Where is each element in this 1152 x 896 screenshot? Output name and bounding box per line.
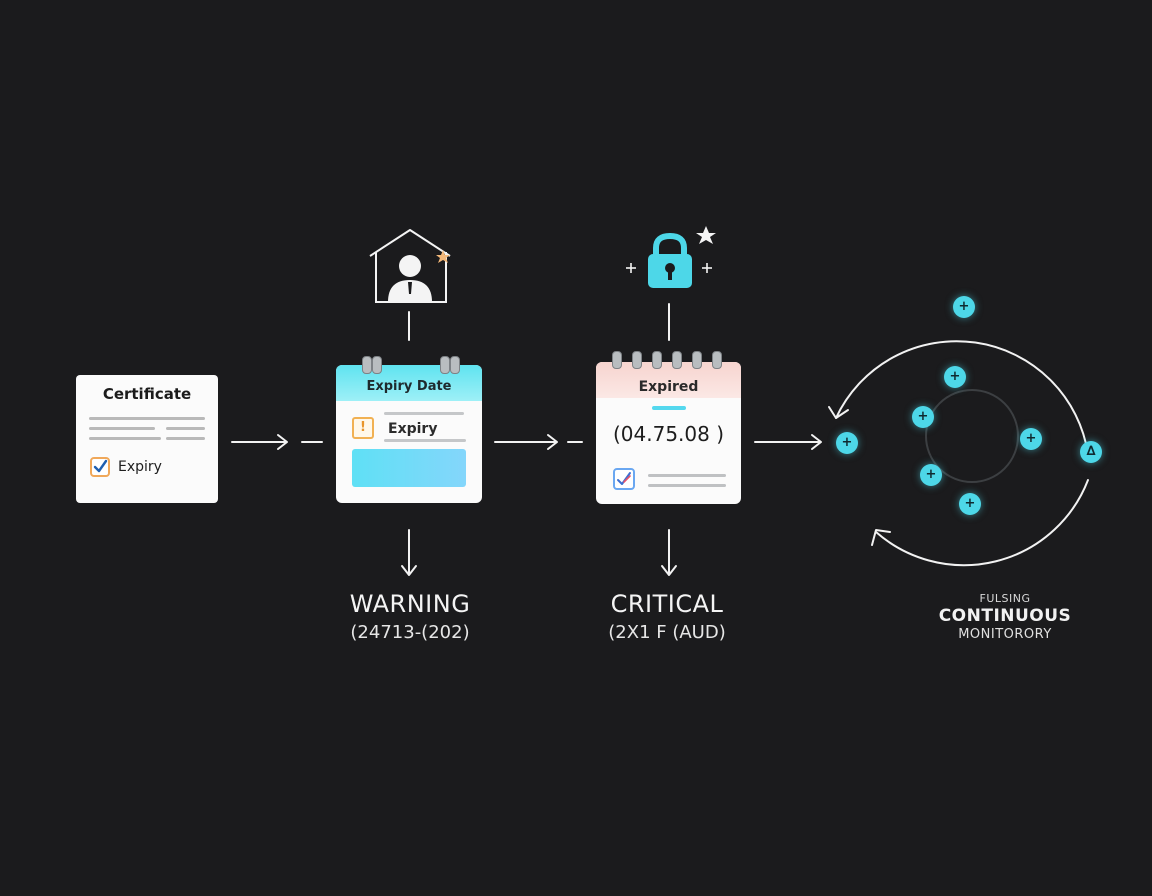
calendar-ring — [440, 356, 450, 374]
calendar-ring — [632, 351, 642, 369]
warning-detail: (24713-(202) — [350, 622, 470, 643]
monitor-node-icon: + — [944, 366, 966, 388]
monitoring-cycle — [828, 340, 1089, 567]
monitoring-subtitle: MONITORORY — [958, 627, 1052, 642]
expiry-date-calendar: Expiry Date ! Expiry — [336, 365, 482, 503]
checkbox-checked-icon — [613, 468, 635, 490]
text-line — [89, 427, 155, 430]
warning-title: WARNING — [349, 590, 471, 618]
padlock-icon — [626, 226, 716, 288]
certificate-title: Certificate — [102, 385, 192, 403]
monitor-node-icon: + — [920, 464, 942, 486]
accent-line — [652, 406, 686, 410]
house-user-icon — [369, 229, 451, 303]
text-line — [89, 417, 205, 420]
checkbox-checked-icon — [90, 457, 110, 477]
monitor-node-icon: + — [1020, 428, 1042, 450]
calendar-ring — [652, 351, 662, 369]
monitor-node-icon: + — [912, 406, 934, 428]
calendar-ring — [372, 356, 382, 374]
critical-title: CRITICAL — [610, 590, 724, 618]
monitoring-eyebrow: FULSING — [979, 592, 1031, 605]
warning-expiry-label: Expiry — [388, 421, 438, 437]
calendar-ring — [692, 351, 702, 369]
monitor-node-icon: + — [836, 432, 858, 454]
text-line — [166, 437, 205, 440]
expired-date: (04.75.08 ) — [612, 422, 725, 446]
monitor-node-icon: + — [953, 296, 975, 318]
monitor-node-icon: + — [959, 493, 981, 515]
text-line — [648, 474, 726, 477]
certificate-expiry-label: Expiry — [118, 459, 162, 475]
calendar-ring — [712, 351, 722, 369]
critical-detail: (2X1 F (AUD) — [608, 622, 726, 643]
text-line — [648, 484, 726, 487]
calendar-ring — [362, 356, 372, 374]
text-line — [384, 412, 464, 415]
calendar-title: Expiry Date — [366, 379, 452, 394]
text-line — [384, 439, 466, 442]
calendar-ring — [450, 356, 460, 374]
certificate-card: Certificate Expiry — [76, 375, 218, 503]
text-line — [89, 437, 161, 440]
calendar-ring — [612, 351, 622, 369]
monitor-node-icon: ∆ — [1080, 441, 1102, 463]
warning-icon: ! — [352, 417, 374, 439]
expired-calendar: Expired (04.75.08 ) — [596, 362, 741, 504]
calendar-ring — [672, 351, 682, 369]
monitoring-title: CONTINUOUS — [938, 606, 1072, 626]
text-line — [166, 427, 205, 430]
date-field — [352, 449, 466, 487]
calendar-title: Expired — [638, 379, 699, 395]
